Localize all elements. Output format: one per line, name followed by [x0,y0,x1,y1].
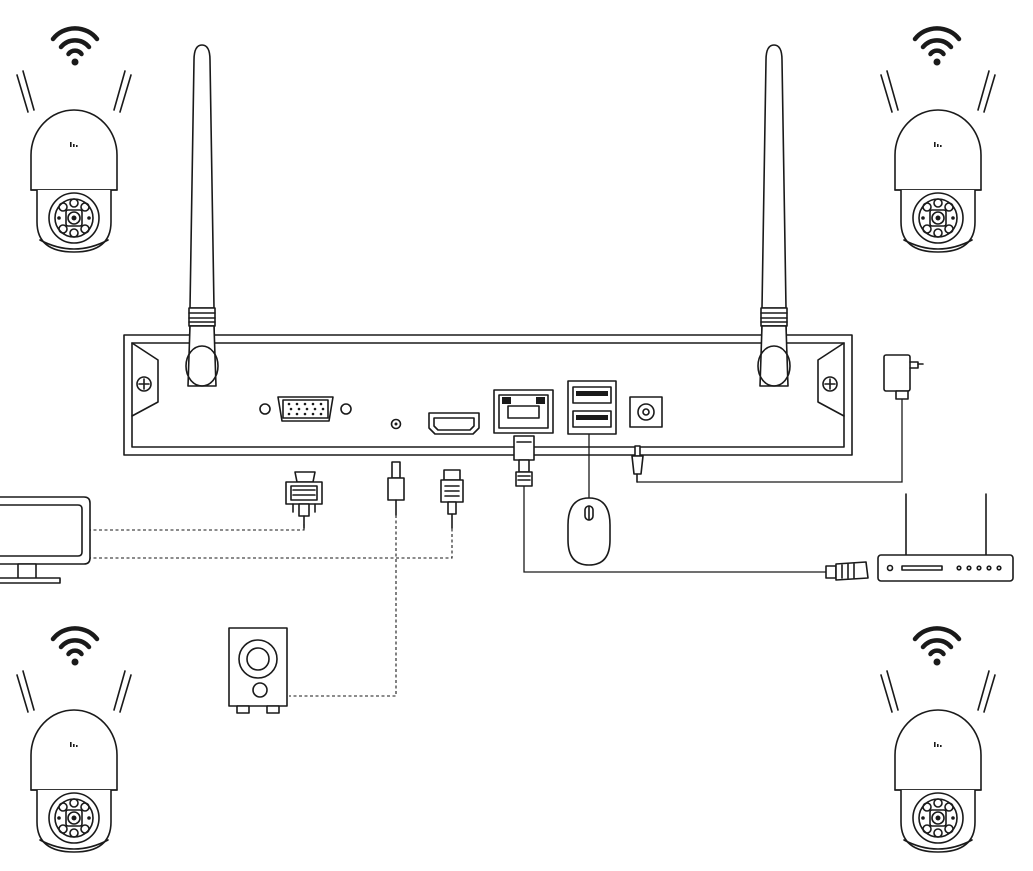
wifi-icon [915,28,959,65]
hdmi-port [428,412,480,435]
router-icon [877,493,1014,582]
lan-cable [523,486,826,573]
hdmi-connector [440,469,464,529]
hdmi-cable [88,526,453,559]
camera-bottom-left [16,628,132,853]
wifi-ptz-camera-icon [16,70,132,253]
camera-top-left [16,28,132,253]
ethernet-connector [513,435,535,487]
router-ethernet-plug [825,561,869,581]
vga-connector [285,471,323,529]
power-port [629,396,663,428]
vga-port [259,396,352,422]
screw-icon [136,376,152,392]
wifi-ptz-camera-icon [880,70,996,253]
audio-jack-connector [387,461,405,516]
audio-port [390,418,402,430]
wifi-icon [915,628,959,665]
audio-cable [289,515,397,697]
speaker-icon [228,627,288,714]
power-adapter-icon [883,354,924,400]
power-plug-connector [631,445,644,483]
power-cable [637,399,903,483]
wifi-ptz-camera-icon [16,670,132,853]
wifi-ptz-camera-icon [880,670,996,853]
lan-port [493,389,554,434]
screw-icon [822,376,838,392]
wifi-icon [53,628,97,665]
usb-port [567,380,617,435]
nvr-recorder [123,325,853,456]
wifi-icon [53,28,97,65]
mouse-icon [567,497,611,566]
monitor-icon [0,496,91,584]
camera-top-right [880,28,996,253]
camera-bottom-right [880,628,996,853]
vga-cable [88,524,305,531]
